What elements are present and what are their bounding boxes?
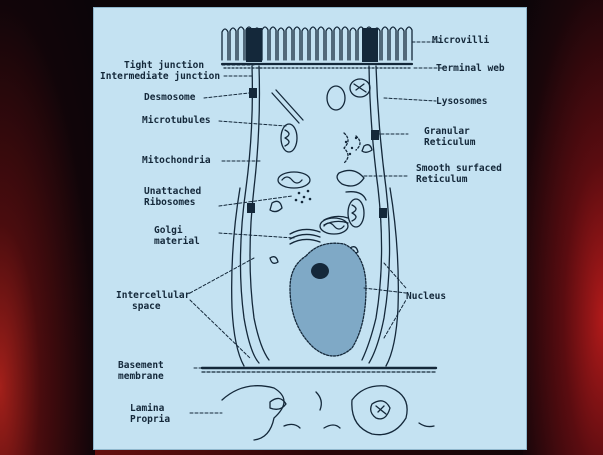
background-right-edge	[523, 0, 603, 455]
nucleolus-drawing	[311, 263, 329, 279]
label-mitochondria: Mitochondria	[142, 155, 211, 166]
label-nucleus: Nucleus	[406, 291, 446, 302]
label-intermediate-junction: Intermediate junction	[100, 71, 220, 82]
label-tight-junction: Tight junction	[124, 60, 204, 71]
membrane-left-outer	[240, 66, 259, 363]
label-lysosomes: Lysosomes	[436, 96, 487, 107]
label-desmosome: Desmosome	[144, 92, 195, 103]
label-microtubules: Microtubules	[142, 115, 211, 126]
label-intercellular-1: Intercellular	[116, 290, 190, 301]
label-unattached-1: Unattached	[144, 186, 201, 197]
background-left-edge	[0, 0, 95, 455]
label-lamina-2: Propria	[130, 414, 170, 425]
diagram-slide: Microvilli Tight junction Intermediate j…	[93, 7, 527, 450]
label-golgi-2: material	[154, 236, 200, 247]
label-unattached-2: Ribosomes	[144, 197, 195, 208]
label-smooth-1: Smooth surfaced	[416, 163, 502, 174]
label-terminal-web: Terminal web	[436, 63, 505, 74]
label-intercellular-2: space	[132, 301, 161, 312]
label-smooth-2: Reticulum	[416, 174, 467, 185]
label-granular-2: Reticulum	[424, 137, 475, 148]
label-granular-1: Granular	[424, 126, 470, 137]
label-basement-2: membrane	[118, 371, 164, 382]
label-golgi-1: Golgi	[154, 225, 183, 236]
nucleus-drawing	[290, 243, 366, 356]
label-microvilli: Microvilli	[432, 35, 489, 46]
label-basement-1: Basement	[118, 360, 164, 371]
label-lamina-1: Lamina	[130, 403, 164, 414]
